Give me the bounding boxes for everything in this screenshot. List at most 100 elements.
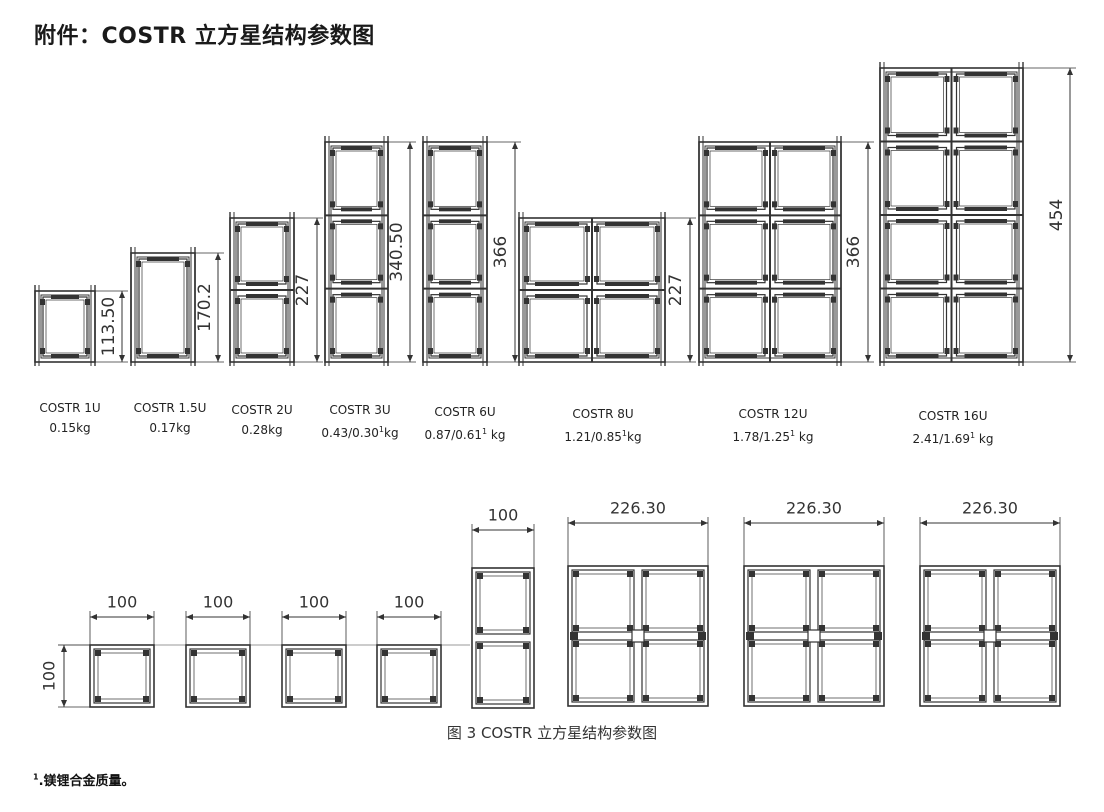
corner-block — [643, 695, 649, 701]
arrow-head — [512, 142, 518, 149]
frame-cell — [993, 639, 1057, 703]
arrow-head — [377, 614, 384, 620]
corner-block — [995, 695, 1001, 701]
corner-block — [330, 201, 335, 208]
height-dim-3u: 340.50 — [387, 141, 416, 363]
corner-block — [378, 150, 383, 156]
top-view-6 — [567, 565, 709, 707]
arrow-head — [687, 218, 693, 225]
corner-block — [925, 571, 931, 577]
corner-block — [594, 276, 599, 282]
frame-cell-inner — [289, 652, 339, 700]
corner-block — [428, 150, 433, 156]
corner-block — [378, 296, 383, 303]
frame-cell — [747, 569, 811, 633]
unit-label-1-5u: COSTR 1.5U 0.17kg — [125, 398, 215, 438]
corner-block — [697, 571, 703, 577]
arrow-head — [1067, 355, 1073, 362]
dimension-text: 366 — [491, 236, 511, 268]
arrow-head — [215, 253, 221, 260]
arrow-head — [527, 527, 534, 533]
corner-block — [772, 150, 777, 156]
corner-block — [477, 643, 483, 649]
corner-block — [803, 641, 809, 647]
width-dim-3: 100 — [281, 593, 347, 645]
side-node — [698, 632, 706, 640]
clip-bar — [535, 354, 579, 358]
corner-block — [191, 650, 197, 656]
center-node — [807, 629, 821, 643]
clip-bar — [896, 145, 939, 150]
corner-block — [95, 696, 101, 702]
frame-cell-inner — [959, 76, 1013, 133]
corner-block — [378, 201, 383, 208]
clip-bar — [341, 354, 372, 358]
frame-cell-inner — [575, 643, 631, 699]
corner-block — [573, 571, 579, 577]
frame-cell-inner — [959, 297, 1013, 354]
height-dim-1-5u: 170.2 — [194, 252, 224, 363]
frame-cell-inner — [890, 150, 944, 207]
clip-bar — [964, 207, 1007, 211]
corner-block — [885, 76, 890, 82]
frame-cell — [475, 571, 531, 635]
corner-block — [1013, 274, 1018, 281]
frame-cell-inner — [45, 299, 85, 354]
corner-block — [585, 348, 590, 354]
frame-cell-inner — [240, 226, 284, 282]
arrow-head — [119, 355, 125, 362]
frame-cell-inner — [709, 223, 763, 281]
corner-block — [885, 127, 890, 134]
clip-bar — [964, 354, 1007, 358]
clip-bar — [341, 280, 372, 285]
clip-bar — [783, 292, 825, 297]
height-dim-6u: 366 — [486, 141, 521, 363]
corner-block — [627, 641, 633, 647]
unit-label-6u: COSTR 6U 0.87/0.611 kg — [415, 402, 515, 445]
corner-block — [944, 149, 950, 156]
dimension-text: 100 — [40, 661, 59, 692]
corner-block — [944, 76, 950, 82]
arrow-head — [687, 355, 693, 362]
height-dim-12u: 366 — [840, 141, 874, 363]
frame-cell-inner — [193, 652, 243, 700]
corner-block — [819, 695, 825, 701]
corner-block — [477, 223, 482, 230]
corner-block — [477, 201, 482, 208]
corner-block — [330, 150, 335, 156]
clip-bar — [246, 222, 278, 226]
corner-block — [925, 625, 931, 631]
corner-block — [378, 223, 383, 230]
clip-bar — [896, 280, 939, 285]
corner-block — [953, 274, 959, 281]
corner-block — [378, 348, 383, 354]
clip-bar — [341, 146, 372, 150]
corner-block — [284, 298, 289, 304]
clip-bar — [715, 207, 757, 212]
top-view-7 — [743, 565, 885, 707]
corner-block — [477, 697, 483, 703]
unit-name: COSTR 1.5U — [133, 401, 207, 415]
clip-bar — [535, 222, 579, 226]
corner-block — [523, 627, 529, 633]
top-view-5 — [471, 567, 535, 709]
clip-bar — [51, 354, 79, 358]
clip-bar — [535, 294, 579, 298]
side-view-1u — [34, 285, 96, 366]
corner-block — [477, 348, 482, 354]
corner-block — [477, 627, 483, 633]
corner-block — [428, 296, 433, 303]
frame-cell-inner — [335, 297, 378, 354]
clip-bar — [783, 146, 825, 150]
frame-cell-inner — [777, 150, 831, 207]
corner-block — [704, 201, 709, 208]
corner-block — [885, 296, 890, 303]
side-node — [922, 632, 930, 640]
corner-block — [944, 201, 950, 207]
arrow-head — [282, 614, 289, 620]
width-dim-5: 100 — [471, 506, 535, 568]
arrow-head — [243, 614, 250, 620]
corner-block — [803, 695, 809, 701]
frame-cell — [93, 648, 151, 704]
